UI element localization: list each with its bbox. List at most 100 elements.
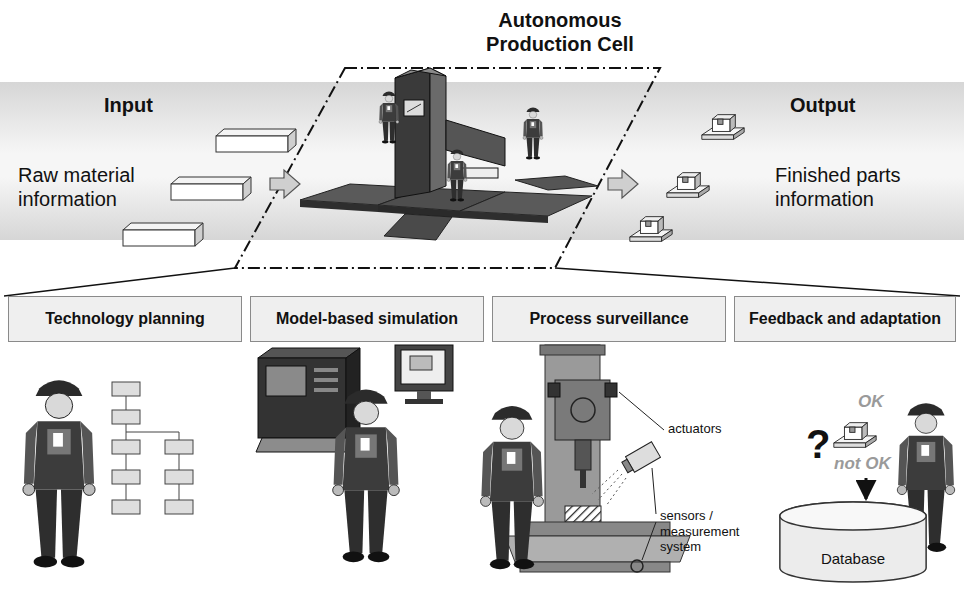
machine-column bbox=[540, 345, 605, 355]
diagram-title: Autonomous Production Cell bbox=[460, 8, 660, 56]
floor-slab bbox=[300, 200, 378, 212]
flow-arrow bbox=[270, 170, 300, 198]
flowchart-line bbox=[179, 454, 180, 470]
worker-figure bbox=[523, 108, 543, 160]
database-label: Database bbox=[821, 550, 885, 568]
leader-line bbox=[642, 522, 656, 560]
worker-figure bbox=[23, 380, 95, 567]
spindle-head bbox=[555, 380, 610, 440]
sensor-camera bbox=[622, 459, 633, 472]
machine-column bbox=[430, 68, 446, 192]
console-button bbox=[314, 388, 338, 392]
leader-line bbox=[652, 468, 656, 514]
console-button bbox=[314, 378, 338, 382]
label-slot: Raw material information bbox=[18, 163, 168, 211]
flowchart-box bbox=[112, 500, 140, 514]
sensor-beam bbox=[606, 478, 626, 506]
stage-box: Feedback and adaptation bbox=[734, 296, 956, 342]
console bbox=[258, 348, 360, 358]
worker-figure bbox=[333, 389, 400, 562]
floor-slab bbox=[384, 214, 452, 240]
flowchart-box bbox=[112, 382, 140, 396]
flowchart-line bbox=[126, 432, 179, 440]
sensor-symbol bbox=[631, 560, 643, 572]
label-slot: Output bbox=[790, 93, 890, 117]
funnel-line bbox=[4, 268, 235, 296]
machine-base bbox=[520, 562, 670, 572]
leader-line bbox=[619, 392, 664, 430]
actuator-symbol bbox=[605, 383, 617, 397]
cylinder-body bbox=[780, 502, 926, 582]
stage-box: Model-based simulation bbox=[250, 296, 484, 342]
label-slot: ? bbox=[806, 420, 836, 468]
flowchart-box bbox=[165, 500, 193, 514]
flowchart-box bbox=[165, 440, 193, 454]
flowchart-box bbox=[112, 440, 140, 454]
monitor bbox=[395, 345, 453, 391]
flowchart-line bbox=[126, 484, 127, 500]
label-slot: Finished parts information bbox=[775, 163, 955, 211]
stage-box: Process surveillance bbox=[492, 296, 726, 342]
worker-figure bbox=[481, 406, 544, 569]
text-label: Input bbox=[104, 93, 194, 117]
reject-arrow bbox=[865, 478, 868, 499]
text-label: actuators bbox=[668, 421, 758, 437]
monitor-window bbox=[410, 356, 432, 370]
flowchart-line bbox=[126, 454, 127, 470]
raw-block bbox=[216, 129, 296, 152]
flowchart-box bbox=[112, 410, 140, 424]
monitor-stand bbox=[405, 399, 443, 404]
checked-part bbox=[834, 423, 876, 448]
flowchart-box bbox=[165, 470, 193, 484]
cell-outline bbox=[235, 68, 660, 268]
label-slot: actuators bbox=[668, 421, 758, 437]
title-slot: Autonomous Production Cell bbox=[460, 8, 660, 56]
cylinder-outline bbox=[778, 500, 928, 584]
flow-arrow bbox=[608, 170, 638, 198]
actuator-symbol bbox=[571, 398, 595, 422]
monitor-screen bbox=[401, 350, 445, 384]
text-label: ? bbox=[806, 420, 836, 468]
floor-slab bbox=[460, 211, 548, 223]
text-label: Raw material information bbox=[18, 163, 168, 211]
label-slot: sensors / measurement system bbox=[660, 508, 760, 555]
flowchart-box bbox=[112, 470, 140, 484]
raw-block bbox=[171, 177, 251, 200]
machine-column bbox=[395, 68, 430, 198]
floor-slab bbox=[515, 176, 598, 190]
surveillance-illustration bbox=[481, 345, 690, 572]
actuator-symbol bbox=[548, 383, 560, 397]
database-cylinder: Database bbox=[778, 500, 928, 584]
box-title: Feedback and adaptation bbox=[749, 309, 941, 328]
box-title: Technology planning bbox=[45, 309, 205, 328]
sensor-beam bbox=[592, 470, 618, 494]
label-slot: not OK bbox=[834, 454, 894, 474]
machine-screen bbox=[407, 104, 421, 112]
flowchart-line bbox=[179, 484, 180, 500]
monitor-stand bbox=[417, 391, 431, 399]
workpiece bbox=[565, 506, 601, 522]
text-label: not OK bbox=[834, 454, 894, 474]
worker-figure bbox=[379, 92, 399, 144]
funnel-line bbox=[555, 268, 960, 296]
machine-screen bbox=[404, 100, 424, 116]
stage-box: Technology planning bbox=[8, 296, 242, 342]
box-title: Model-based simulation bbox=[276, 309, 458, 328]
label-slot: Input bbox=[104, 93, 194, 117]
worker-figure bbox=[447, 150, 467, 202]
machine-column bbox=[395, 68, 446, 78]
planning-illustration bbox=[23, 380, 193, 567]
raw-block bbox=[123, 223, 203, 246]
machining-center bbox=[300, 68, 598, 240]
tool bbox=[580, 470, 586, 488]
sensor-camera bbox=[620, 442, 660, 476]
text-label: OK bbox=[858, 392, 892, 412]
text-label: Finished parts information bbox=[775, 163, 955, 211]
console-screen bbox=[266, 366, 306, 396]
flowchart-line bbox=[126, 396, 127, 410]
spindle bbox=[575, 440, 591, 470]
text-label: Output bbox=[790, 93, 890, 117]
simulation-illustration bbox=[256, 345, 453, 562]
finished-part bbox=[630, 217, 672, 242]
